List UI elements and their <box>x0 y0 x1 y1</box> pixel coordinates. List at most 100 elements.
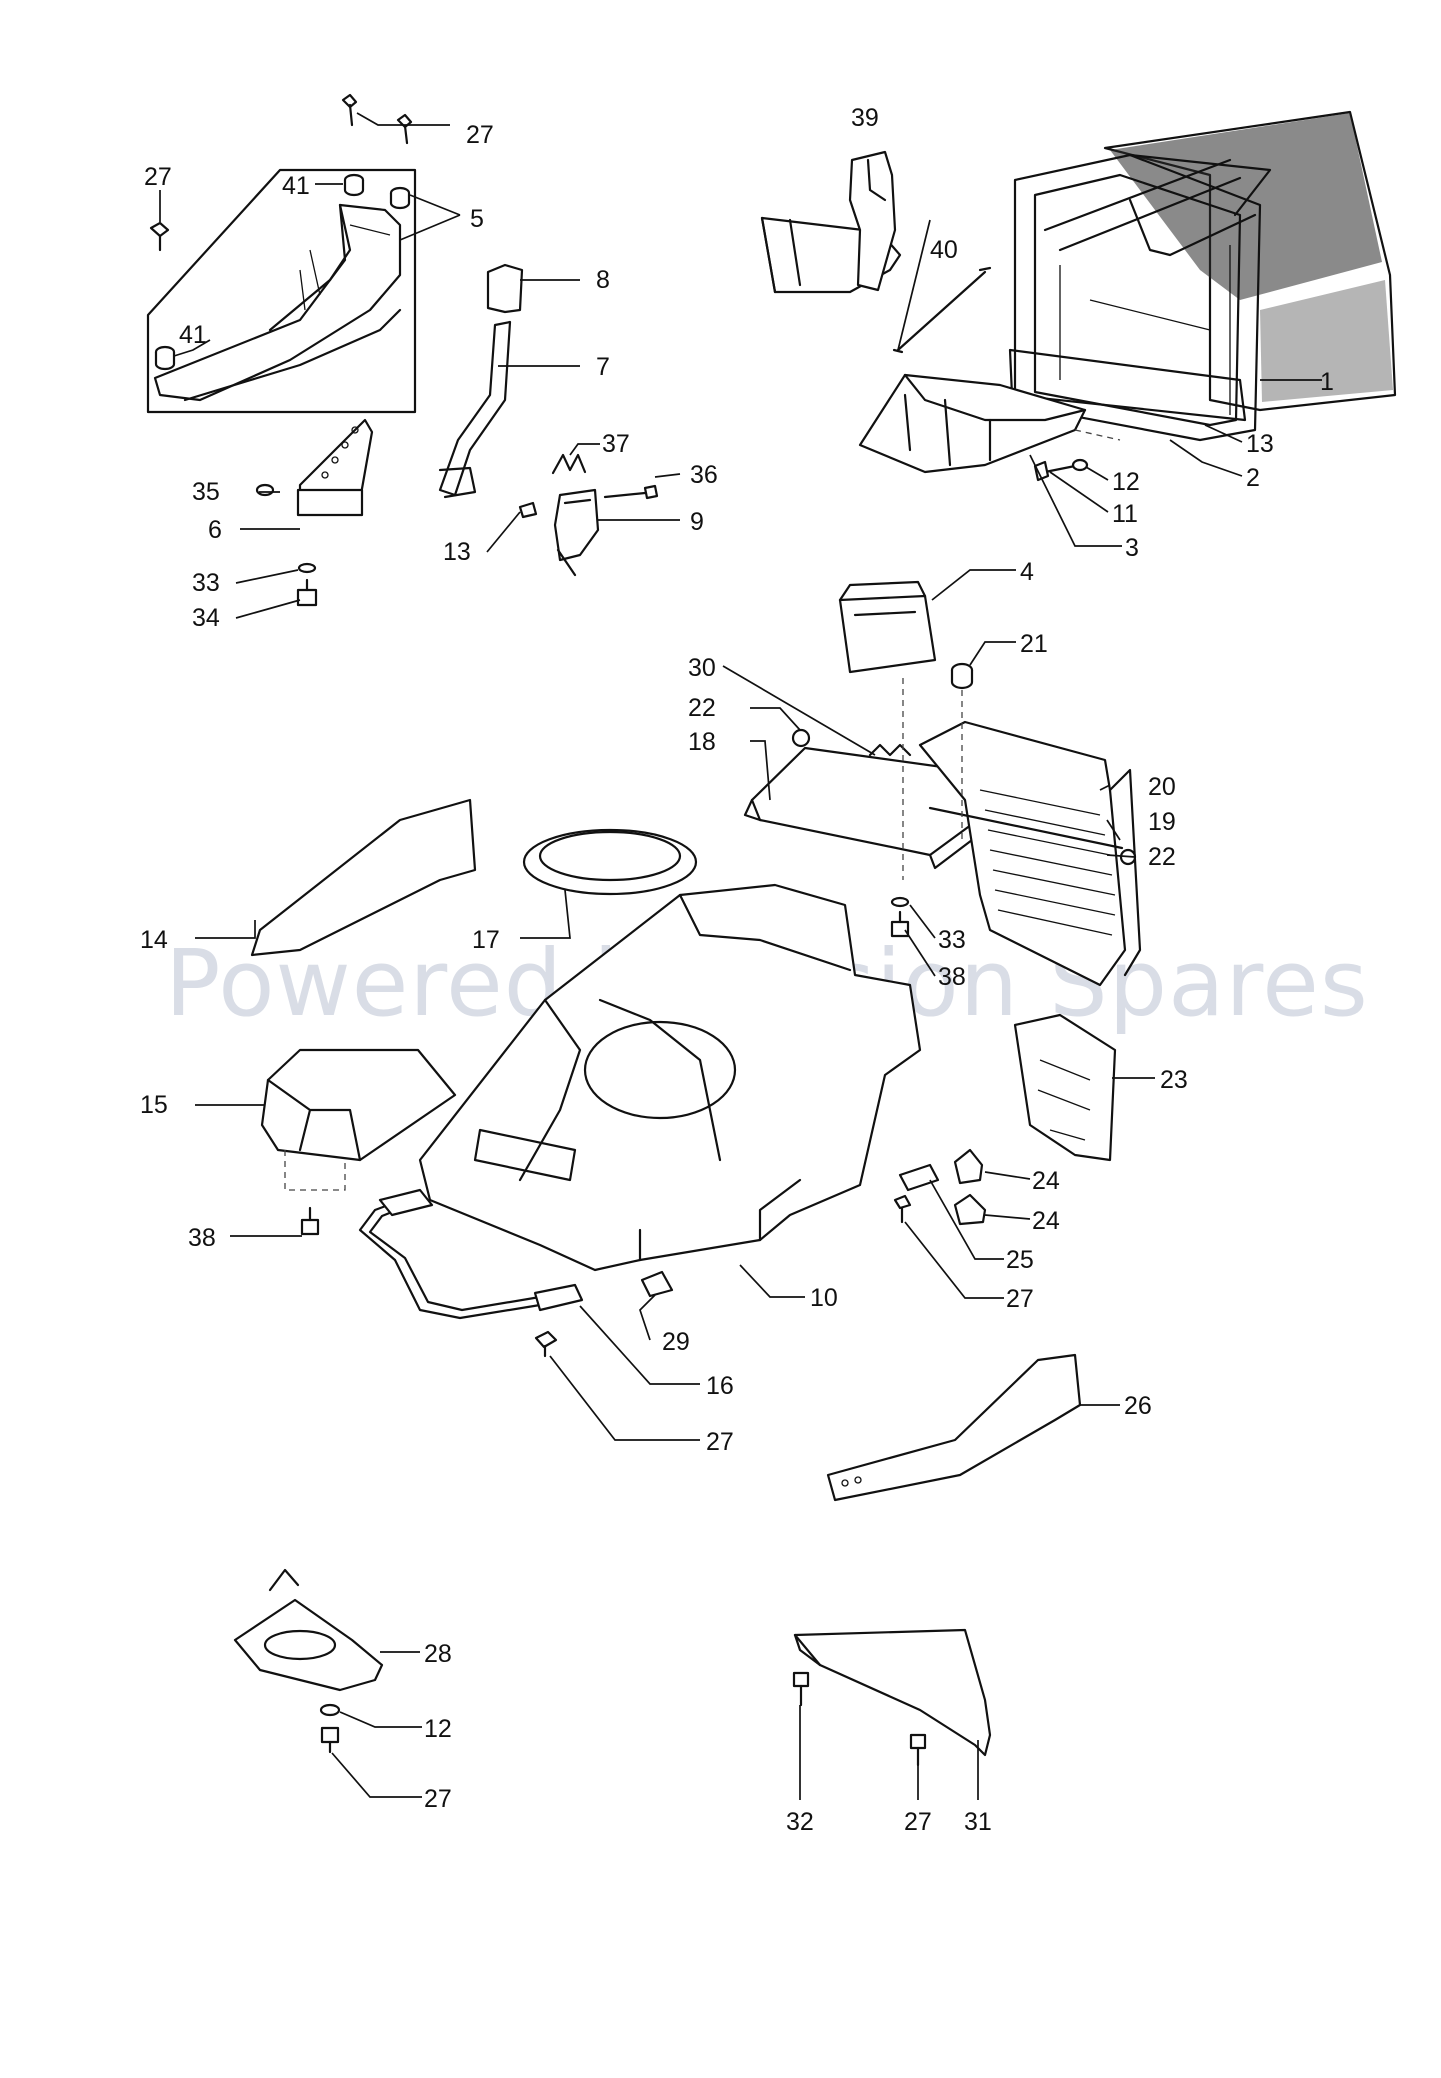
callout-19[interactable]: 19 <box>1148 808 1176 836</box>
part-front-bar-16[interactable] <box>358 1188 584 1320</box>
part-ring-17[interactable] <box>522 828 698 896</box>
callout-40[interactable]: 40 <box>930 236 958 264</box>
part-screw-left[interactable] <box>149 221 170 252</box>
callout-4[interactable]: 4 <box>1020 558 1034 586</box>
callout-36[interactable]: 36 <box>690 461 718 489</box>
callout-13[interactable]: 13 <box>1246 430 1274 458</box>
callout-21[interactable]: 21 <box>1020 630 1048 658</box>
callout-14[interactable]: 14 <box>140 926 168 954</box>
callout-27[interactable]: 27 <box>144 163 172 191</box>
callout-7[interactable]: 7 <box>596 353 610 381</box>
part-discharge-cover-28[interactable] <box>233 1568 384 1692</box>
callout-38[interactable]: 38 <box>938 963 966 991</box>
callout-26[interactable]: 26 <box>1124 1392 1152 1420</box>
callout-27[interactable]: 27 <box>904 1808 932 1836</box>
callout-27[interactable]: 27 <box>424 1785 452 1813</box>
part-lever-grip[interactable] <box>486 263 524 314</box>
part-rear-deflector-31[interactable] <box>793 1628 992 1757</box>
part-deflector-chute[interactable] <box>760 150 902 294</box>
part-cap-22-left[interactable] <box>791 728 811 748</box>
part-spring-37[interactable] <box>551 453 587 475</box>
callout-32[interactable]: 32 <box>786 1808 814 1836</box>
callout-28[interactable]: 28 <box>424 1640 452 1668</box>
part-bolt-and-washer[interactable] <box>1033 458 1089 482</box>
part-grass-bag[interactable] <box>1008 110 1397 442</box>
part-washer-33-lower[interactable] <box>890 896 910 908</box>
part-cap-upper[interactable] <box>343 173 411 210</box>
part-height-plate[interactable] <box>296 418 374 517</box>
part-grommet-21[interactable] <box>950 662 974 690</box>
part-screw-top-b[interactable] <box>396 113 413 145</box>
part-handle-console[interactable] <box>146 168 417 414</box>
part-main-deck[interactable] <box>418 883 922 1272</box>
part-screw-27-front[interactable] <box>534 1330 558 1358</box>
callout-15[interactable]: 15 <box>140 1091 168 1119</box>
part-clip-24-lower[interactable] <box>953 1193 987 1226</box>
callout-11[interactable]: 11 <box>1112 500 1138 528</box>
part-rear-bracket-23[interactable] <box>1013 1013 1117 1162</box>
part-clip-29[interactable] <box>640 1270 674 1298</box>
part-bracket-25[interactable] <box>898 1163 940 1192</box>
part-lever[interactable] <box>438 320 512 499</box>
callout-9[interactable]: 9 <box>690 508 704 536</box>
callout-12[interactable]: 12 <box>1112 468 1140 496</box>
callout-41[interactable]: 41 <box>282 172 310 200</box>
callout-13[interactable]: 13 <box>443 538 471 566</box>
part-washer-35[interactable] <box>255 483 275 497</box>
part-washer-12-lower[interactable] <box>319 1703 341 1717</box>
callout-30[interactable]: 30 <box>688 654 716 682</box>
callout-24[interactable]: 24 <box>1032 1167 1060 1195</box>
callout-10[interactable]: 10 <box>810 1284 838 1312</box>
callout-29[interactable]: 29 <box>662 1328 690 1356</box>
part-rod[interactable] <box>892 266 992 354</box>
callout-3[interactable]: 3 <box>1125 534 1139 562</box>
part-nut-38-lower[interactable] <box>890 910 910 938</box>
callout-23[interactable]: 23 <box>1160 1066 1188 1094</box>
part-spring-30[interactable] <box>868 743 912 757</box>
part-side-skirt-26[interactable] <box>826 1353 1082 1502</box>
callout-41[interactable]: 41 <box>179 321 207 349</box>
callout-20[interactable]: 20 <box>1148 773 1176 801</box>
callout-25[interactable]: 25 <box>1006 1246 1034 1274</box>
callout-33[interactable]: 33 <box>938 926 966 954</box>
callout-2[interactable]: 2 <box>1246 464 1260 492</box>
callout-22[interactable]: 22 <box>1148 843 1176 871</box>
part-screw-27-mid[interactable] <box>893 1194 912 1224</box>
part-bracket-9[interactable] <box>553 488 600 577</box>
callout-33[interactable]: 33 <box>192 569 220 597</box>
callout-31[interactable]: 31 <box>964 1808 992 1836</box>
callout-27[interactable]: 27 <box>466 121 494 149</box>
part-rear-flap-20[interactable] <box>918 720 1142 987</box>
part-clip-24-upper[interactable] <box>953 1148 984 1185</box>
part-screw-27-right[interactable] <box>909 1733 927 1767</box>
part-screw-32[interactable] <box>792 1671 810 1707</box>
callout-34[interactable]: 34 <box>192 604 220 632</box>
part-bolt-36[interactable] <box>603 484 659 500</box>
part-screw-27-lower[interactable] <box>320 1726 340 1754</box>
callout-35[interactable]: 35 <box>192 478 220 506</box>
part-front-cover-15[interactable] <box>260 1048 457 1162</box>
callout-27[interactable]: 27 <box>706 1428 734 1456</box>
callout-18[interactable]: 18 <box>688 728 716 756</box>
callout-27[interactable]: 27 <box>1006 1285 1034 1313</box>
part-nut-34[interactable] <box>296 578 318 607</box>
callout-22[interactable]: 22 <box>688 694 716 722</box>
callout-17[interactable]: 17 <box>472 926 500 954</box>
callout-38[interactable]: 38 <box>188 1224 216 1252</box>
callout-8[interactable]: 8 <box>596 266 610 294</box>
part-bag-cover[interactable] <box>858 373 1121 474</box>
part-filter-box[interactable] <box>838 580 937 674</box>
callout-1[interactable]: 1 <box>1320 368 1334 396</box>
callout-16[interactable]: 16 <box>706 1372 734 1400</box>
part-screw-top-a[interactable] <box>341 93 358 127</box>
part-nut-13[interactable] <box>518 501 538 519</box>
part-washer-33[interactable] <box>297 562 317 574</box>
callout-37[interactable]: 37 <box>602 430 630 458</box>
callout-6[interactable]: 6 <box>208 516 222 544</box>
part-cap-lower[interactable] <box>154 345 176 371</box>
callout-12[interactable]: 12 <box>424 1715 452 1743</box>
part-screw-38-left[interactable] <box>300 1206 320 1236</box>
callout-39[interactable]: 39 <box>851 104 879 132</box>
part-side-guard-14[interactable] <box>250 798 477 957</box>
callout-5[interactable]: 5 <box>470 205 484 233</box>
